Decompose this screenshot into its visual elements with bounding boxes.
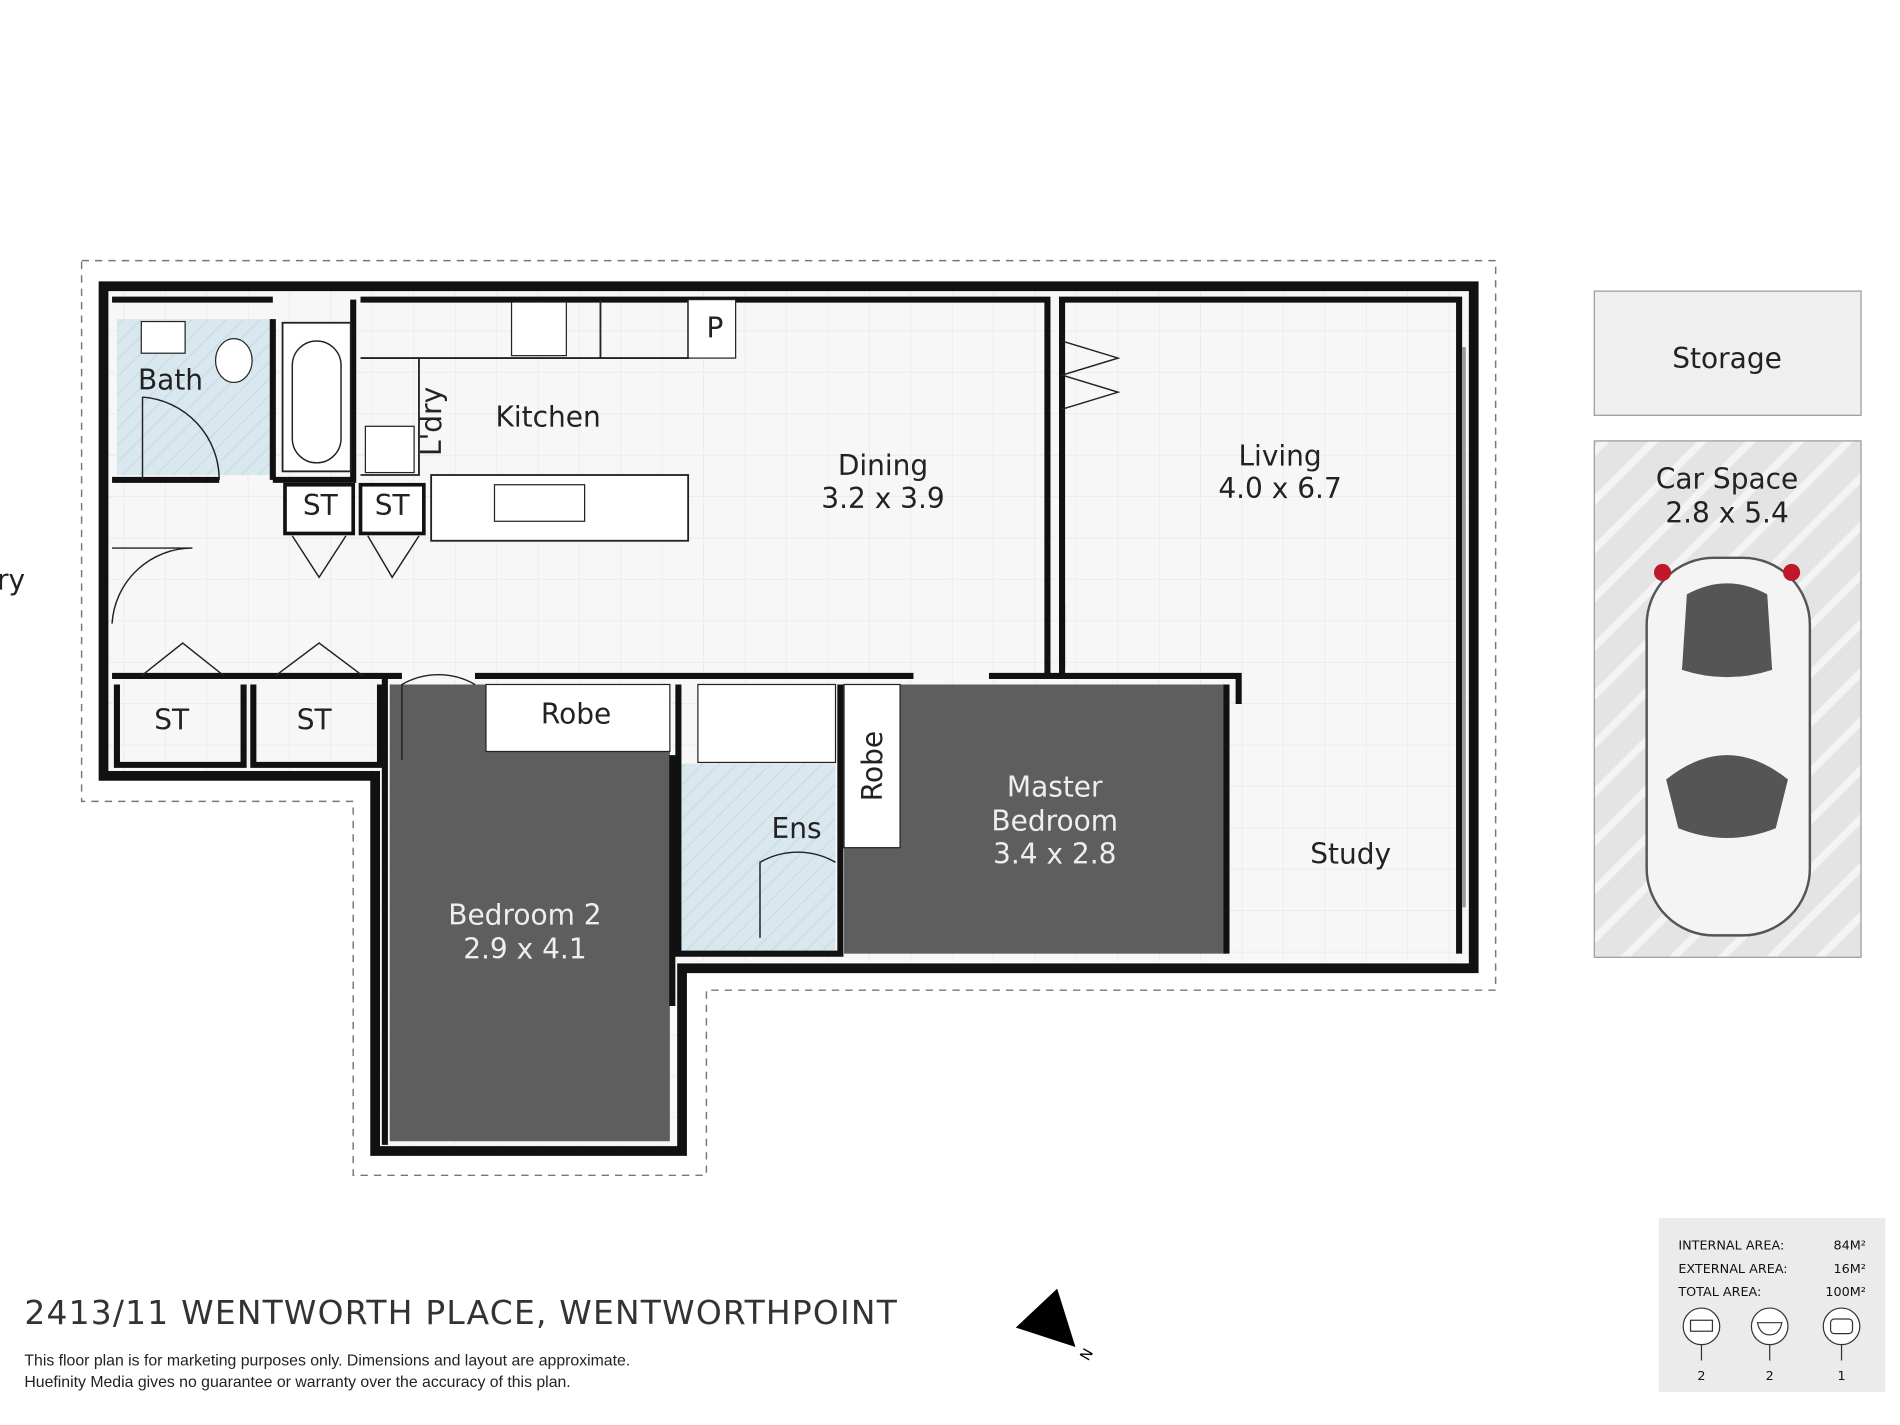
storage-label: ST xyxy=(154,704,190,737)
laundry-label: L'dry xyxy=(415,387,448,456)
sink xyxy=(493,484,586,522)
study-label: Study xyxy=(1310,838,1391,871)
bath-room xyxy=(116,319,273,475)
master-size: 3.4 x 2.8 xyxy=(993,838,1116,871)
interior-walls xyxy=(101,296,1463,1145)
robe-label: Robe xyxy=(541,697,611,730)
ensuite-room xyxy=(678,763,836,954)
area-summary: INTERNAL AREA: 84M² EXTERNAL AREA: 16M² … xyxy=(1658,1217,1886,1393)
compass-label: N xyxy=(1077,1346,1097,1364)
internal-area-value: 84M² xyxy=(1834,1239,1866,1254)
external-storage xyxy=(1593,290,1862,416)
laundry-tub xyxy=(364,425,415,474)
car-space-label: Car Space xyxy=(1656,462,1798,495)
vanity xyxy=(140,320,186,354)
disclaimer-line-1: This floor plan is for marketing purpose… xyxy=(24,1352,630,1369)
bathroom-count: 2 xyxy=(1766,1369,1774,1384)
master-label: Master xyxy=(1007,771,1103,804)
robe-label: Robe xyxy=(856,731,889,801)
kitchen-label: Kitchen xyxy=(495,400,600,433)
storage-box xyxy=(283,482,356,536)
internal-area-label: INTERNAL AREA: xyxy=(1678,1239,1784,1254)
entry-label: Entry xyxy=(0,563,25,596)
bedroom2-label: Bedroom 2 xyxy=(448,898,601,931)
disclaimer-line-2: Huefinity Media gives no guarantee or wa… xyxy=(24,1374,570,1391)
external-area-value: 16M² xyxy=(1834,1262,1866,1277)
address-title: 2413/11 WENTWORTH PLACE, WENTWORTHPOINT xyxy=(24,1293,898,1332)
total-area-value: 100M² xyxy=(1825,1285,1866,1300)
total-area-label: TOTAL AREA: xyxy=(1677,1285,1761,1300)
north-compass-icon: N xyxy=(1015,1288,1097,1364)
bedroom2-size: 2.9 x 4.1 xyxy=(463,933,586,966)
pantry-label: P xyxy=(706,311,723,344)
pantry xyxy=(687,299,737,359)
car-space-size: 2.8 x 5.4 xyxy=(1665,497,1788,530)
ens-cupboard xyxy=(697,683,837,764)
storage-title: Storage xyxy=(1672,342,1782,375)
toilet xyxy=(214,337,253,384)
storage-label: ST xyxy=(375,489,411,522)
bedroom-count: 2 xyxy=(1697,1369,1705,1384)
ensuite-label: Ens xyxy=(772,812,822,845)
car-space-count: 1 xyxy=(1837,1369,1845,1384)
external-area-label: EXTERNAL AREA: xyxy=(1678,1262,1787,1277)
master-label-2: Bedroom xyxy=(991,805,1118,838)
robe-box xyxy=(843,683,901,849)
bath-label: Bath xyxy=(138,364,203,397)
outer-wall xyxy=(98,281,1479,1156)
lot-boundary xyxy=(80,259,1497,1177)
living-size: 4.0 x 6.7 xyxy=(1218,472,1341,505)
bedroom2-room xyxy=(389,684,670,1142)
master-bedroom-room xyxy=(844,684,1227,954)
living-label: Living xyxy=(1238,439,1321,472)
storage-label: ST xyxy=(297,704,333,737)
doors xyxy=(111,340,1121,938)
storage-label: ST xyxy=(303,489,339,522)
dining-size: 3.2 x 3.9 xyxy=(821,482,944,515)
dining-label: Dining xyxy=(838,449,928,482)
tub-basin xyxy=(291,340,342,464)
car-icon xyxy=(1645,556,1812,937)
storage-box xyxy=(358,482,426,536)
cooktop xyxy=(510,301,567,357)
robe-box xyxy=(485,683,671,753)
